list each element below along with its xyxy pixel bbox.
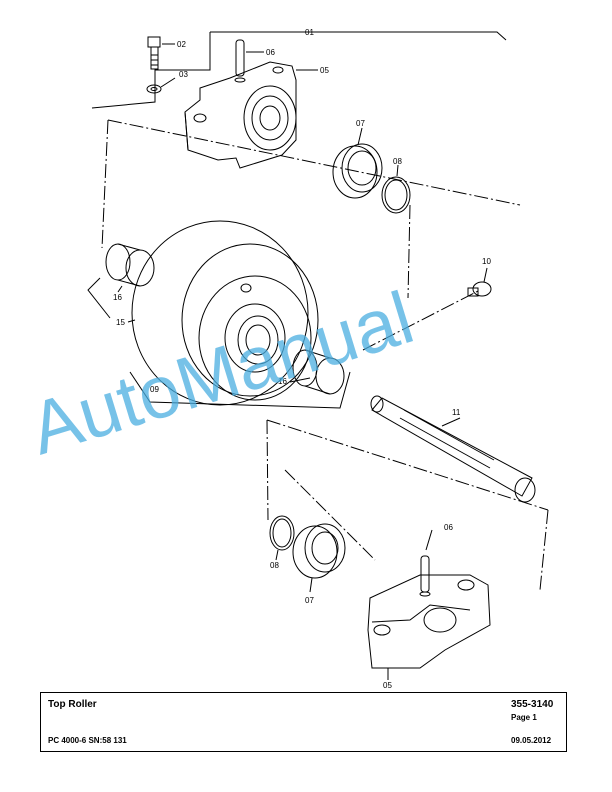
callout-labels: 01 02 03 05 06 07 08 10 16 15 09 16 11 0… — [113, 28, 491, 690]
callout-06-lower: 06 — [444, 523, 453, 532]
callout-07-upper: 07 — [356, 119, 365, 128]
bushing-16-right — [289, 349, 345, 395]
exploded-parts-drawing: 01 02 03 05 06 07 08 10 16 15 09 16 11 0… — [87, 28, 549, 690]
dowel-pin-06-upper — [234, 39, 264, 83]
assembly-guide-lines — [101, 119, 549, 591]
callout-02: 02 — [177, 40, 186, 49]
callout-03: 03 — [179, 70, 188, 79]
title-block: Top Roller 355-3140 Page 1 PC 4000-6 SN:… — [40, 692, 567, 752]
roller-wheel-09 — [127, 220, 319, 406]
bolt-02 — [147, 36, 175, 70]
o-ring-08-lower — [269, 515, 295, 561]
bearing-housing-lower-05 — [367, 574, 491, 680]
machine-serial: PC 4000-6 SN:58 131 — [48, 736, 127, 745]
callout-06-upper: 06 — [266, 48, 275, 57]
callout-05-upper: 05 — [320, 66, 329, 75]
callout-08-lower: 08 — [270, 561, 279, 570]
callout-frame-lines — [87, 31, 507, 409]
callout-08-upper: 08 — [393, 157, 402, 166]
issue-date: 09.05.2012 — [511, 736, 552, 745]
callout-11: 11 — [452, 408, 461, 417]
callout-05-lower: 05 — [383, 681, 392, 690]
page-number: Page 1 — [511, 713, 537, 722]
seal-07-lower — [292, 523, 346, 593]
callout-15: 15 — [116, 318, 125, 327]
callout-16-left: 16 — [113, 293, 122, 302]
callout-01: 01 — [305, 28, 314, 37]
shaft-11 — [370, 395, 536, 503]
washer-03 — [146, 77, 176, 94]
callout-07-lower: 07 — [305, 596, 314, 605]
callout-09: 09 — [150, 385, 159, 394]
callout-16-right: 16 — [278, 377, 287, 386]
bearing-housing-upper-05 — [184, 61, 318, 169]
o-ring-08-upper — [381, 164, 411, 214]
dowel-pin-06-lower — [419, 529, 433, 597]
plug-10 — [467, 267, 492, 297]
bushing-16-left — [105, 243, 155, 293]
part-number: 355-3140 — [511, 699, 554, 710]
drawing-title: Top Roller — [48, 699, 97, 710]
callout-10: 10 — [482, 257, 491, 266]
seal-07-upper — [332, 127, 383, 199]
